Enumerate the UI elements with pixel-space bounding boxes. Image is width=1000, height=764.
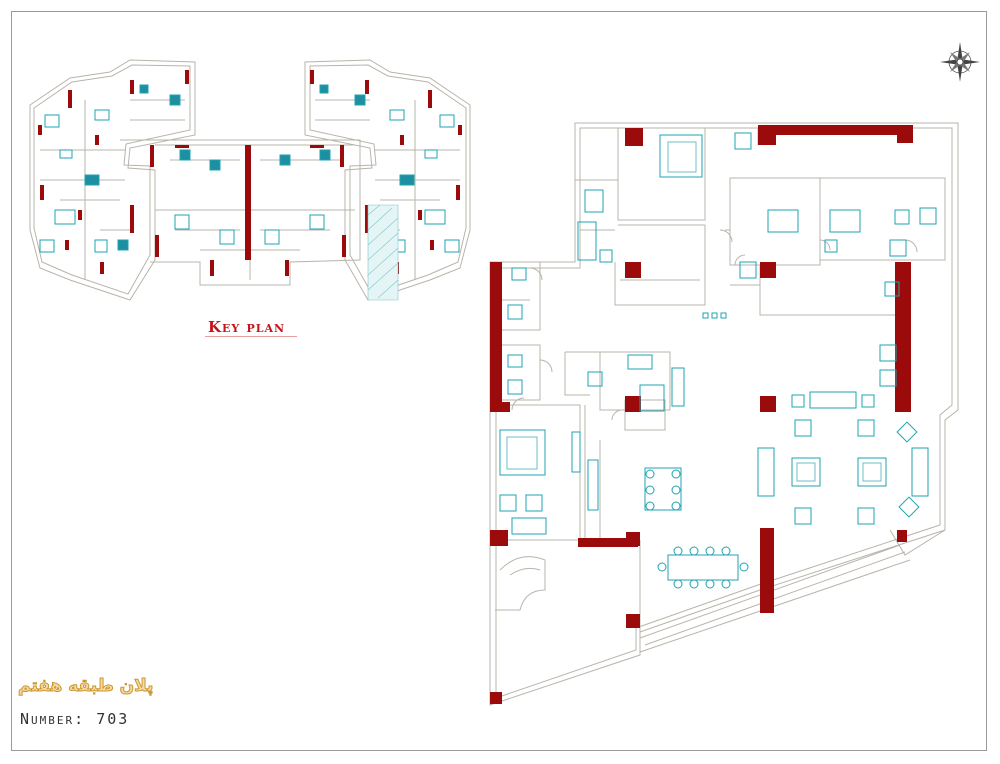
main-plan-outline <box>489 122 959 706</box>
compass-rose-icon <box>940 42 980 82</box>
main-plan-walls <box>490 125 913 704</box>
key-plan-columns <box>38 70 462 276</box>
drawing-number: Number: 703 <box>20 710 130 728</box>
drawing-border <box>11 11 987 751</box>
key-plan-hatch <box>367 204 399 301</box>
key-plan-underline <box>205 336 297 337</box>
plan-title-fa: پلان طبقه هفتم <box>17 676 154 697</box>
main-plan-furniture <box>499 132 937 589</box>
key-plan-label: Key plan <box>208 318 286 336</box>
